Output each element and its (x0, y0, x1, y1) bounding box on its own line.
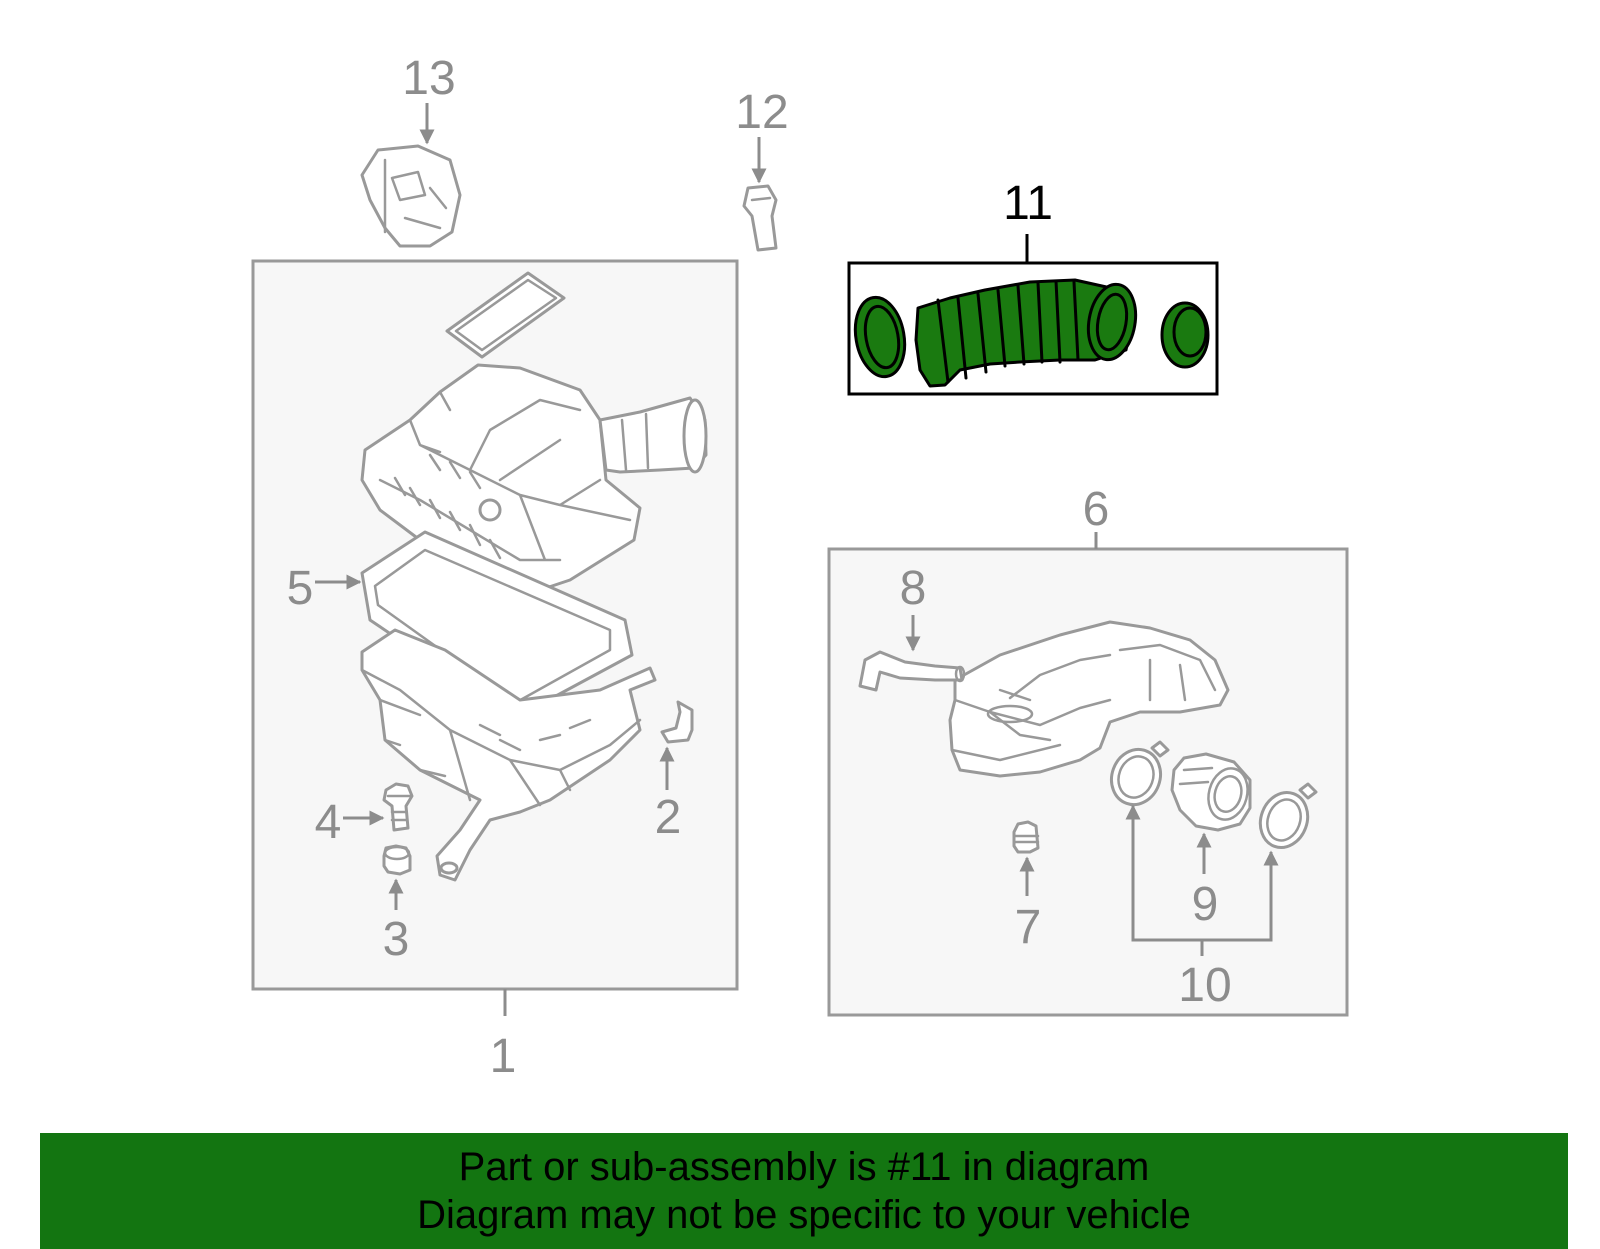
callout-13: 13 (402, 52, 455, 105)
part-11-intake-hose-drawing (853, 278, 1210, 388)
info-banner: Part or sub-assembly is #11 in diagram D… (40, 1133, 1568, 1249)
part-2-clip-drawing (660, 700, 694, 744)
part-1-air-cleaner-drawing (360, 271, 708, 882)
assembly-box-6 (827, 547, 1349, 1017)
part-4-bolt-drawing (382, 782, 414, 832)
callout-2: 2 (655, 791, 682, 844)
callout-8: 8 (900, 562, 927, 615)
callout-6: 6 (1083, 483, 1110, 536)
callout-12: 12 (735, 86, 788, 139)
part-12-sensor-drawing (742, 184, 778, 252)
callout-3: 3 (383, 913, 410, 966)
callout-7: 7 (1015, 901, 1042, 954)
callout-10: 10 (1178, 959, 1231, 1012)
callout-9: 9 (1192, 878, 1219, 931)
part-13-sensor-drawing (360, 144, 462, 248)
callout-4: 4 (315, 796, 342, 849)
part-3-grommet-drawing (382, 844, 412, 876)
part-6-duct-drawing (858, 620, 1318, 854)
banner-line-1: Part or sub-assembly is #11 in diagram (458, 1145, 1150, 1189)
banner-line-2: Diagram may not be specific to your vehi… (417, 1193, 1191, 1237)
callout-1: 1 (490, 1030, 517, 1083)
callout-5: 5 (287, 562, 314, 615)
callout-11: 11 (1003, 177, 1053, 230)
